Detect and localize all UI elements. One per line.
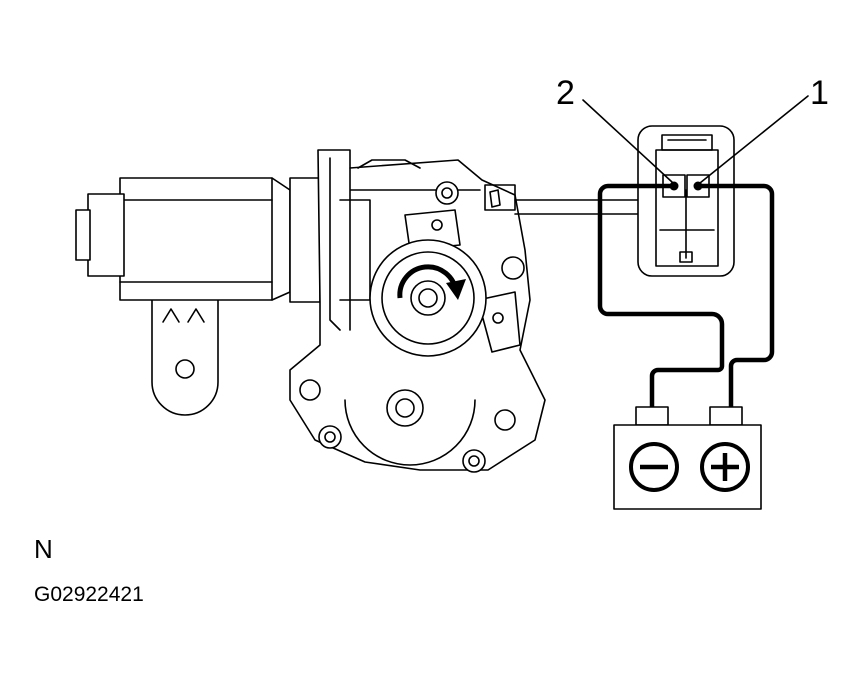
callout-terminal-1: 1 [810, 74, 829, 112]
battery-positive-icon [700, 442, 750, 492]
connector [637, 125, 735, 277]
bolt-right [462, 449, 486, 473]
bolt-left [318, 425, 342, 449]
battery [613, 406, 762, 510]
motor-barrel [75, 177, 321, 303]
callout-leaders [582, 95, 809, 184]
mounting-tab [151, 291, 219, 416]
rotation-arrow-icon [397, 264, 459, 299]
callout-terminal-2: 2 [556, 74, 575, 112]
battery-negative-icon [629, 442, 679, 492]
output-shaft [369, 239, 487, 357]
test-leads [597, 183, 775, 413]
lead-terminal-2-to-negative [597, 183, 725, 413]
figure-id: G02922421 [34, 583, 144, 606]
view-label: N [34, 534, 53, 564]
bolt-upper [435, 181, 459, 205]
rotation-arrowhead-icon [446, 279, 466, 300]
motor-assembly [75, 149, 641, 473]
lead-terminal-1-to-positive [695, 183, 775, 413]
